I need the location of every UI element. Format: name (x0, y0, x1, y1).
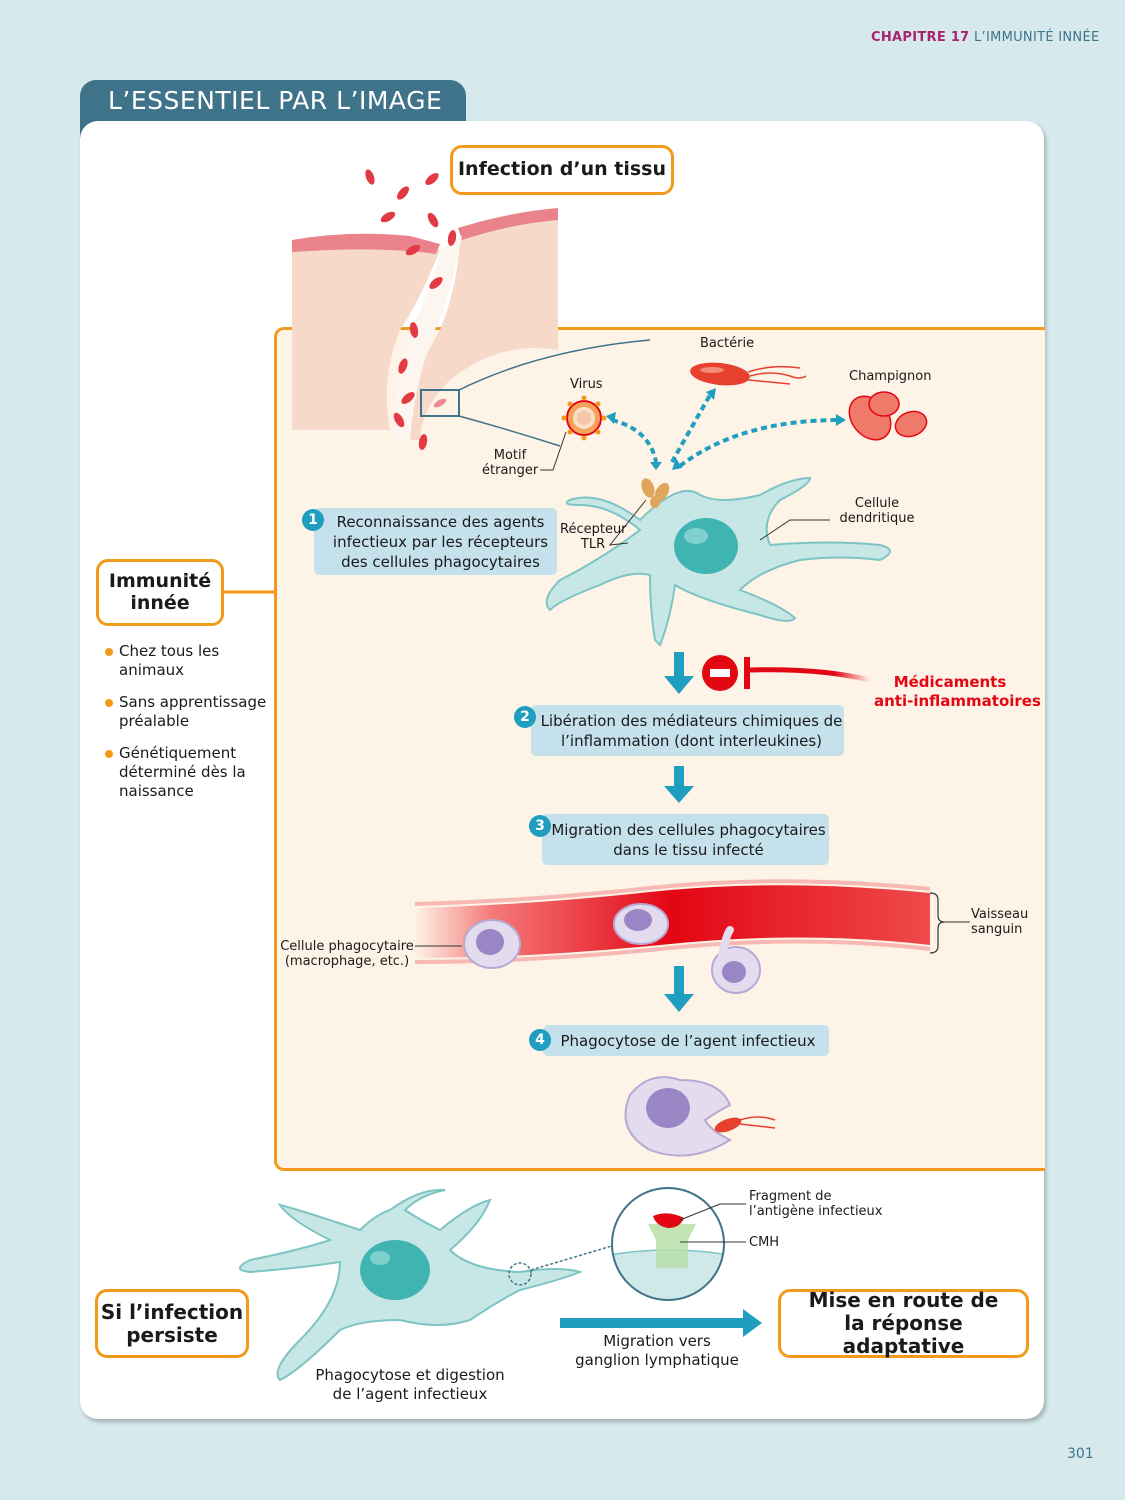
infection-title-box: Infection d’un tissu (450, 145, 674, 195)
infection-title: Infection d’un tissu (457, 158, 667, 181)
blood-cells (365, 169, 457, 450)
chapter-header: CHAPITRE 17 L’IMMUNITÉ INNÉE (871, 30, 1099, 45)
page-number: 301 (1067, 1446, 1094, 1462)
property-item: Chez tous les animaux (105, 642, 275, 680)
virus-illustration (561, 395, 607, 441)
property-item: Sans apprentissage préalable (105, 693, 275, 731)
persist-box: Si l’infection persiste (95, 1289, 249, 1358)
bullet-icon (105, 699, 113, 707)
dendritic-cell-antigen-illustration (239, 1188, 616, 1382)
label-vaisseau-sanguin: Vaisseau sanguin (971, 907, 1029, 937)
step-2-badge: 2 (514, 706, 536, 728)
chapter-number: CHAPITRE 17 (871, 30, 970, 45)
anti-inflammatory-label: Médicaments anti-inflammatoires (874, 673, 1041, 710)
label-cellule-phagocytaire: Cellule phagocytaire (macrophage, etc.) (280, 939, 414, 969)
step-2-text: Libération des médiateurs chimiques de l… (540, 711, 843, 750)
chapter-title: L’IMMUNITÉ INNÉE (973, 30, 1100, 45)
dendritic-cell-illustration (545, 476, 891, 647)
blood-vessel-illustration (414, 879, 931, 964)
inhibitor-symbol (702, 655, 871, 691)
label-motif-etranger: Motif étranger (482, 448, 539, 478)
adaptive-response-line1: Mise en route de (808, 1288, 999, 1312)
property-item: Génétiquement déterminé dès la naissance (105, 744, 275, 801)
step-4-text: Phagocytose de l’agent infectieux (560, 1031, 816, 1050)
zoom-box (420, 389, 460, 417)
adaptive-response-box: Mise en route de la réponse adaptative (778, 1289, 1029, 1358)
step-2-box: Libération des médiateurs chimiques de l… (531, 705, 844, 756)
fungus-illustration (848, 391, 928, 441)
skin-tissue-illustration (292, 208, 558, 440)
innate-immunity-box: Immunité innée (96, 559, 224, 626)
innate-immunity-title: Immunité innée (108, 569, 212, 614)
step-1-text: Reconnaissance des agents infectieux par… (332, 512, 549, 571)
label-cellule-dendritique: Cellule dendritique (839, 496, 915, 526)
adaptive-response-line2: la réponse adaptative (842, 1311, 965, 1358)
bullet-icon (105, 648, 113, 656)
step-4-badge: 4 (529, 1029, 551, 1051)
phagocytosis-illustration (624, 1076, 776, 1157)
step-1-badge: 1 (302, 509, 324, 531)
step-3-box: Migration des cellules phagocytaires dan… (542, 814, 829, 865)
digestion-caption: Phagocytose et digestion de l’agent infe… (315, 1366, 505, 1403)
step-1-box: Reconnaissance des agents infectieux par… (314, 508, 557, 575)
label-virus: Virus (570, 377, 603, 392)
phagocyte-cells (463, 903, 761, 994)
persist-title: Si l’infection persiste (100, 1299, 244, 1347)
bacteria-illustration (690, 362, 807, 386)
step-arrows (664, 652, 694, 1012)
step-3-text: Migration des cellules phagocytaires dan… (551, 820, 826, 859)
antigen-presentation-magnified (611, 1187, 725, 1301)
migration-arrow (560, 1309, 762, 1337)
bullet-icon (105, 750, 113, 758)
label-champignon: Champignon (849, 369, 932, 384)
recognition-arrows (611, 394, 841, 468)
tlr-receptor-icon (641, 478, 670, 508)
label-cmh: CMH (749, 1235, 780, 1250)
label-bacterie: Bactérie (700, 336, 755, 351)
label-fragment-antigene: Fragment de l’antigène infectieux (749, 1189, 883, 1219)
step-3-badge: 3 (529, 815, 551, 837)
section-title: L’ESSENTIEL PAR L’IMAGE (108, 86, 443, 115)
label-recepteur-tlr: Récepteur TLR (560, 522, 627, 552)
step-4-box: Phagocytose de l’agent infectieux (543, 1025, 829, 1056)
migration-caption: Migration vers ganglion lymphatique (575, 1332, 739, 1369)
innate-properties-list: Chez tous les animaux Sans apprentissage… (105, 642, 275, 814)
